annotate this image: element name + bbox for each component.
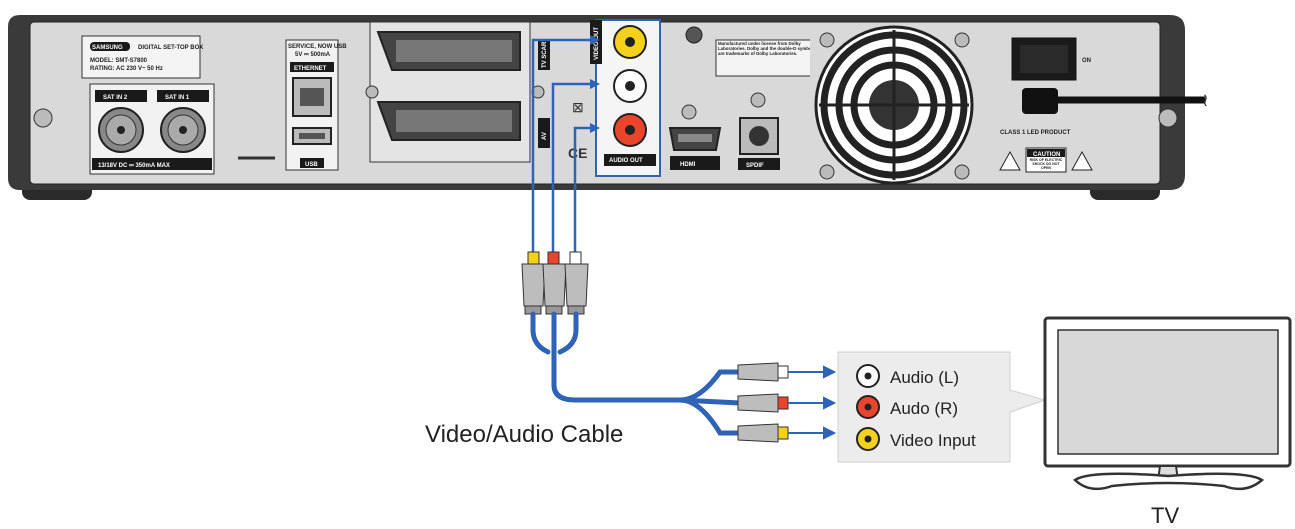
ethernet-label: ETHERNET	[294, 66, 327, 72]
svg-text:≀: ≀	[1202, 90, 1209, 110]
sat-inputs: SAT IN 2 SAT IN 1 13/18V DC ⎓ 350mA MAX	[89, 83, 215, 175]
spdif-section: SPDIF	[738, 92, 780, 170]
hdmi-section: HDMI	[668, 104, 722, 170]
rca-plugs-vertical	[521, 251, 589, 315]
model-text: DIGITAL SET-TOP BOX	[138, 45, 203, 51]
tv-label: TV	[1151, 503, 1179, 528]
av-scart-label: AV	[542, 132, 548, 140]
sat-power-label: 13/18V DC ⎓ 350mA MAX	[98, 163, 170, 169]
video-out-label: VIDEO OUT	[594, 27, 600, 60]
sat-in-1-label: SAT IN 1	[165, 95, 190, 101]
cable-label: Video/Audio Cable	[425, 421, 623, 448]
brand-logo: SAMSUNG	[92, 45, 123, 51]
rca-plugs-horizontal	[737, 362, 789, 443]
sat-in-2-label: SAT IN 2	[103, 95, 128, 101]
usb-label: USB	[305, 162, 318, 168]
hdmi-label: HDMI	[680, 162, 696, 168]
audio-out-label: AUDIO OUT	[609, 158, 643, 164]
scart-ports: TV SCART AV	[365, 21, 550, 163]
power-section: ON ≀ CLASS 1 LED PRODUCT CAUTION RISK OF…	[999, 26, 1209, 178]
plug-to-panel-lines	[788, 365, 837, 440]
screw-icon	[33, 108, 53, 128]
tv-input-panel: Audio (L) Audo (R) Video Input	[837, 351, 1047, 463]
cooling-fan	[810, 25, 978, 185]
caution-sub-label: RISK OF ELECTRIC SHOCK DO NOT OPEN	[1029, 158, 1063, 170]
warning-icon	[1071, 150, 1093, 171]
tv-icon	[1043, 316, 1292, 491]
on-label: ON	[1082, 58, 1091, 64]
caution-label: CAUTION	[1033, 152, 1060, 158]
weee-icon: ⊠	[572, 99, 584, 115]
rating-label: SAMSUNG DIGITAL SET-TOP BOX MODEL: SMT-S…	[81, 35, 203, 79]
power-rating: RATING: AC 230 V~ 50 Hz	[90, 66, 163, 72]
spdif-label: SPDIF	[746, 163, 764, 169]
warning-icon	[999, 150, 1021, 171]
cable-wires-top	[531, 38, 592, 262]
service-sub-label: 5V ⎓ 500mA	[295, 52, 331, 58]
service-label: SERVICE, NOW USB	[288, 44, 347, 50]
rca-outputs: VIDEO OUT AUDIO OUT	[590, 19, 661, 177]
screw-icon	[1158, 108, 1178, 128]
network-ports: SERVICE, NOW USB 5V ⎓ 500mA ETHERNET USB	[285, 39, 347, 171]
laser-label: CLASS 1 LED PRODUCT	[1000, 130, 1071, 136]
tv-input-label: Audo (R)	[890, 399, 958, 418]
dolby-notice: Manufactured under license from Dolby La…	[718, 41, 813, 56]
tv-scart-label: TV SCART	[542, 38, 548, 68]
model-number: MODEL: SMT-S7800	[90, 58, 148, 64]
arrow-icon	[590, 35, 600, 133]
tv-input-label: Video Input	[890, 431, 976, 450]
tv-input-label: Audio (L)	[890, 368, 959, 387]
ce-mark: CE	[568, 145, 587, 161]
cable-bundle	[530, 311, 743, 436]
